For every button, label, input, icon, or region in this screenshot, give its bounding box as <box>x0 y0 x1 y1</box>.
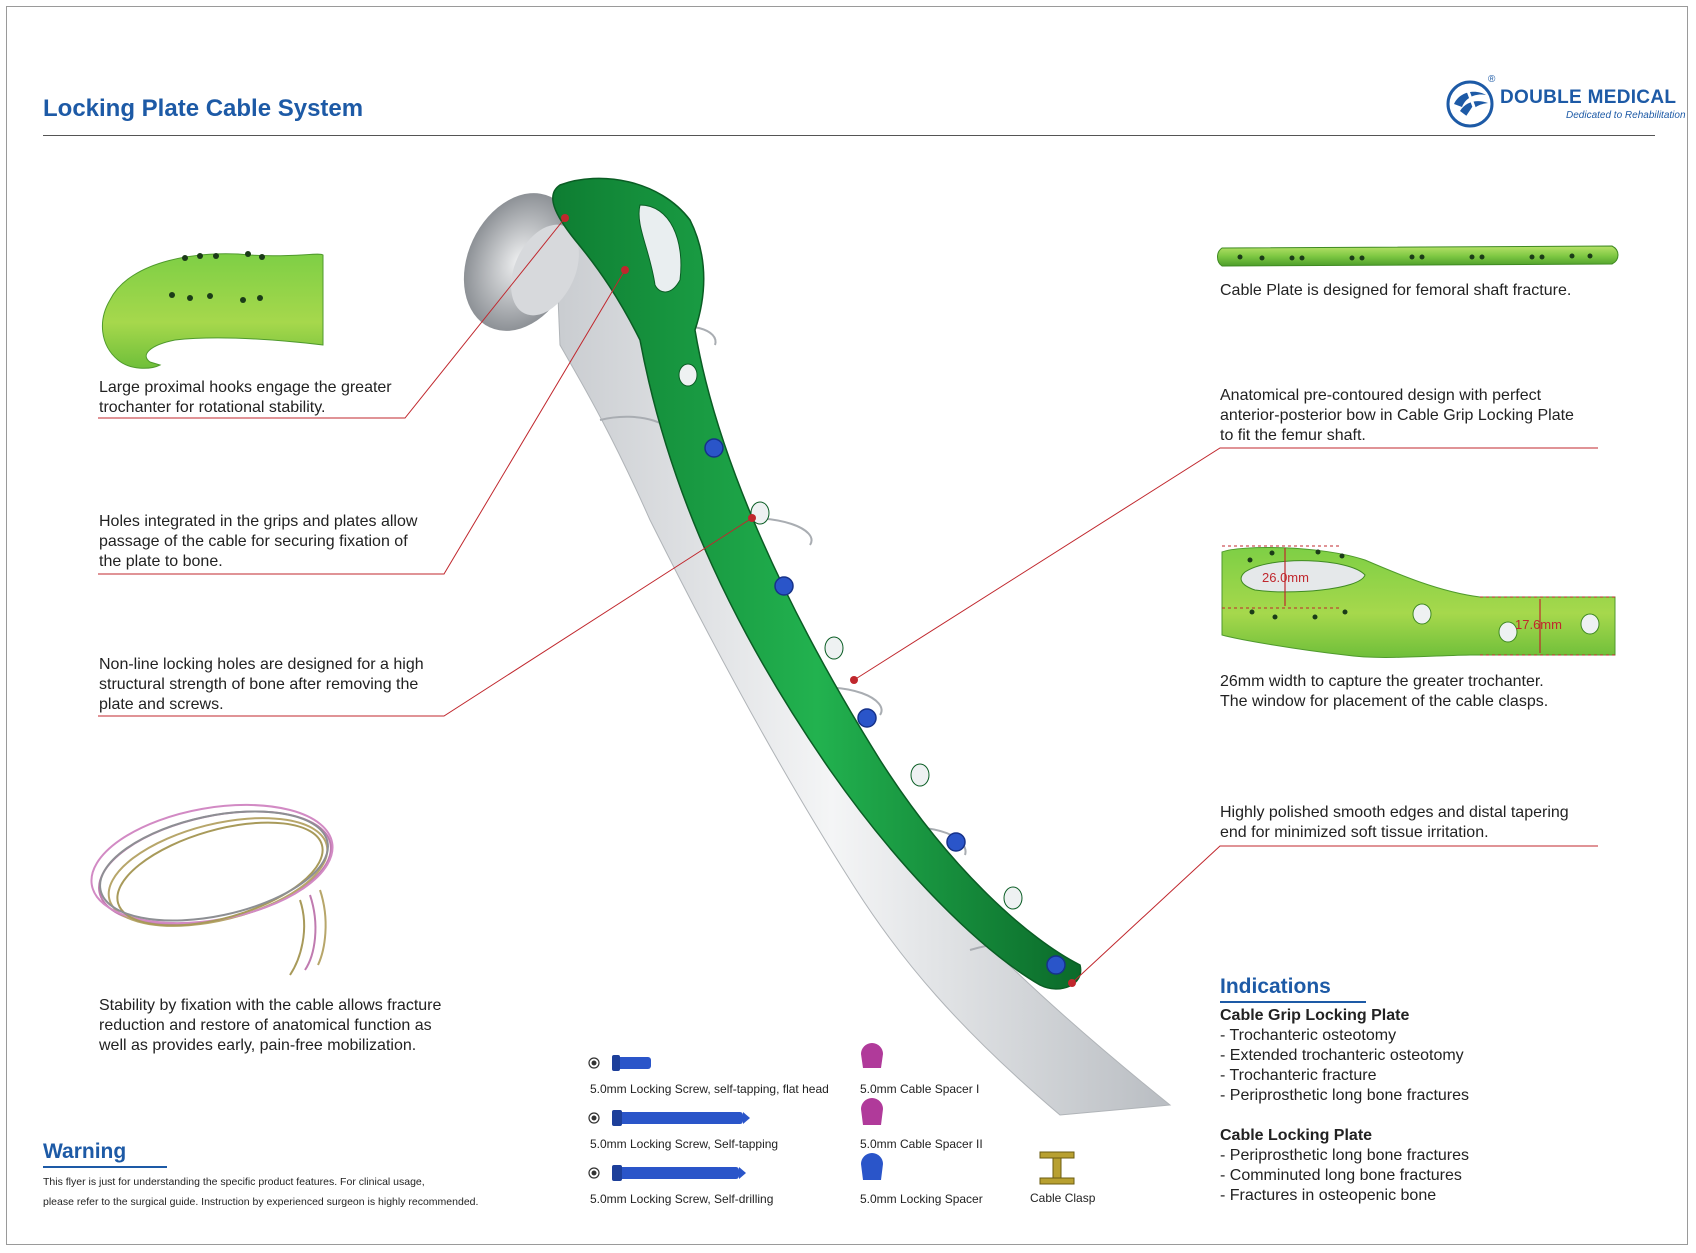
width-proximal-label: 26.0mm <box>1262 570 1309 585</box>
brand-name: DOUBLE MEDICAL <box>1500 87 1677 108</box>
component-label: 5.0mm Locking Screw, self-tapping, flat … <box>590 1082 829 1096</box>
brand-tagline: Dedicated to Rehabilitation <box>1566 110 1686 121</box>
indications-rule <box>1220 1001 1366 1003</box>
callout-proximal-hooks: Large proximal hooks engage the greater … <box>99 379 392 416</box>
component-label: Cable Clasp <box>1030 1191 1096 1205</box>
registered-mark: ® <box>1488 74 1496 85</box>
leader-lines <box>98 217 1598 984</box>
cable-plate-detail <box>1217 245 1619 267</box>
proximal-hook-detail <box>101 251 324 369</box>
locking-spacer-icon <box>861 1153 883 1180</box>
screw-self-tapping-icon <box>613 1112 743 1124</box>
width-distal-label: 17.6mm <box>1515 617 1562 632</box>
component-label: 5.0mm Cable Spacer I <box>860 1082 980 1096</box>
plate-window <box>638 204 682 293</box>
callout-width: 26mm width to capture the greater trocha… <box>1220 673 1549 710</box>
cable-clasp-icon <box>1039 1151 1075 1185</box>
indication-item: - Comminuted long bone fractures <box>1220 1167 1462 1184</box>
brand-logo: ® DOUBLE MEDICAL Dedicated to Rehabilita… <box>1446 74 1686 129</box>
callout-cable-stability: Stability by fixation with the cable all… <box>99 997 442 1054</box>
indications-title: Indications <box>1220 975 1331 998</box>
indications-group-cable-locking: Cable Locking Plate - Periprosthetic lon… <box>1220 1126 1580 1206</box>
component-label: 5.0mm Locking Screw, Self-drilling <box>590 1192 774 1206</box>
cable-coil <box>90 803 334 976</box>
warning-text: This flyer is just for understanding the… <box>43 1176 479 1208</box>
callout-non-line-holes: Non-line locking holes are designed for … <box>99 656 424 713</box>
indications-group-title: Cable Locking Plate <box>1220 1127 1373 1144</box>
page-frame <box>6 6 1688 1245</box>
warning-rule <box>43 1166 167 1168</box>
brand-logo-icon <box>1446 80 1494 128</box>
indication-item: - Trochanteric fracture <box>1220 1067 1377 1084</box>
component-icons <box>588 1043 1075 1185</box>
indication-item: - Trochanteric osteotomy <box>1220 1027 1397 1044</box>
locking-screws-installed <box>704 438 1066 975</box>
page-title: Locking Plate Cable System <box>43 95 364 122</box>
header-rule <box>43 135 1655 136</box>
indication-item: - Extended trochanteric osteotomy <box>1220 1047 1464 1064</box>
screw-flat-head-icon <box>613 1057 651 1069</box>
indication-item: - Periprosthetic long bone fractures <box>1220 1147 1470 1164</box>
component-label: 5.0mm Locking Spacer <box>860 1192 983 1206</box>
indication-item: - Fractures in osteopenic bone <box>1220 1187 1437 1204</box>
component-label: 5.0mm Cable Spacer II <box>860 1137 983 1151</box>
callout-cable-holes: Holes integrated in the grips and plates… <box>99 513 418 570</box>
callout-cable-plate: Cable Plate is designed for femoral shaf… <box>1220 282 1572 299</box>
cable-grip-locking-plate <box>552 177 1082 990</box>
screw-self-drilling-icon <box>613 1167 739 1179</box>
warning-title: Warning <box>43 1140 127 1163</box>
callout-anatomical-design: Anatomical pre-contoured design with per… <box>1220 387 1574 444</box>
leader-dots <box>561 214 1076 987</box>
cable-spacer-ii-icon <box>861 1098 883 1125</box>
indication-item: - Periprosthetic long bone fractures <box>1220 1087 1470 1104</box>
indications-group-title: Cable Grip Locking Plate <box>1220 1007 1410 1024</box>
cable-spacer-i-icon <box>861 1043 883 1068</box>
width-detail-plate <box>1221 545 1616 658</box>
component-label: 5.0mm Locking Screw, Self-tapping <box>590 1137 779 1151</box>
callout-polished-edges: Highly polished smooth edges and distal … <box>1220 804 1569 841</box>
plate-holes <box>678 363 1023 910</box>
indications-group-cable-grip: Cable Grip Locking Plate - Trochanteric … <box>1220 1006 1580 1106</box>
